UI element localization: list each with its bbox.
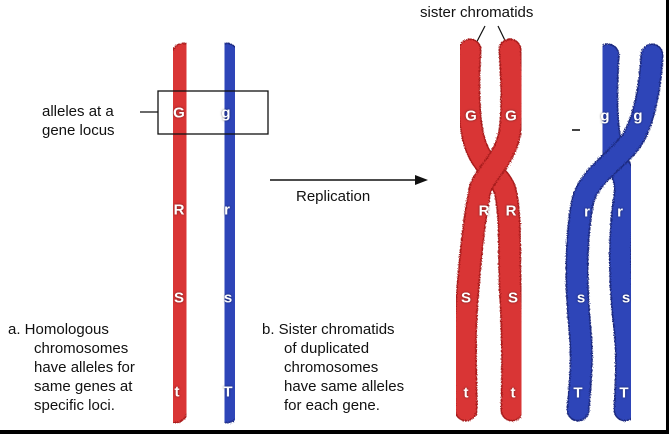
alleles-locus-label-line2: gene locus: [42, 122, 115, 139]
caption-a-line: specific loci.: [34, 397, 115, 414]
replication-arrow: [270, 175, 428, 185]
allele-red-3: S: [173, 289, 185, 307]
red-sister-chromatid-1: [458, 40, 523, 420]
blue-chromosome: [214, 44, 246, 422]
allele-blue-sister-right-2: r: [617, 203, 623, 221]
allele-red-sister-right-1: G: [505, 107, 517, 125]
allele-red-sister-left-4: t: [463, 384, 469, 402]
red-chromosome: [163, 44, 197, 422]
allele-red-sister-right-4: t: [510, 384, 516, 402]
allele-blue-4: T: [223, 383, 233, 401]
allele-blue-1: g: [221, 104, 231, 122]
red-sister-chromatid-2: [455, 40, 522, 420]
allele-blue-sister-left-3: s: [576, 289, 586, 307]
allele-red-sister-right-3: S: [507, 289, 519, 307]
alleles-locus-label-line1: alleles at a: [42, 103, 114, 120]
caption-a-line: same genes at: [34, 378, 133, 395]
allele-red-2: R: [173, 201, 185, 219]
caption-a-line: chromosomes: [34, 340, 129, 357]
allele-blue-3: s: [223, 289, 233, 307]
caption-b-line: chromosomes: [284, 359, 379, 376]
blue-sister-chromatid-2: [566, 45, 662, 420]
allele-red-4: t: [174, 383, 180, 401]
caption-b-line: have same alleles: [284, 378, 405, 395]
caption-b: b. Sister chromatids of duplicated chrom…: [262, 320, 404, 415]
caption-a-line: a. Homologous: [8, 321, 109, 338]
sister-chromatids-label: sister chromatids: [420, 4, 534, 21]
caption-a-line: have alleles for: [34, 359, 135, 376]
caption-b-line: for each gene.: [284, 397, 380, 414]
allele-red-sister-right-2: R: [505, 202, 517, 220]
allele-red-sister-left-2: R: [478, 202, 490, 220]
allele-blue-sister-right-4: T: [619, 384, 629, 402]
allele-blue-sister-right-1: g: [633, 107, 643, 125]
allele-blue-sister-right-3: s: [621, 289, 631, 307]
caption-a: a. Homologous chromosomes have alleles f…: [8, 320, 135, 415]
allele-red-sister-left-3: S: [460, 289, 472, 307]
allele-blue-2: r: [224, 201, 230, 219]
caption-b-line: b. Sister chromatids: [262, 321, 395, 338]
allele-red-1: G: [173, 104, 185, 122]
allele-blue-sister-left-2: r: [584, 203, 590, 221]
allele-red-sister-left-1: G: [465, 107, 477, 125]
allele-blue-sister-left-1: g: [600, 107, 610, 125]
replication-label: Replication: [296, 188, 371, 205]
allele-blue-sister-left-4: T: [573, 384, 583, 402]
blue-sister-chromatid-1: [596, 45, 637, 420]
caption-b-line: of duplicated: [284, 340, 370, 357]
